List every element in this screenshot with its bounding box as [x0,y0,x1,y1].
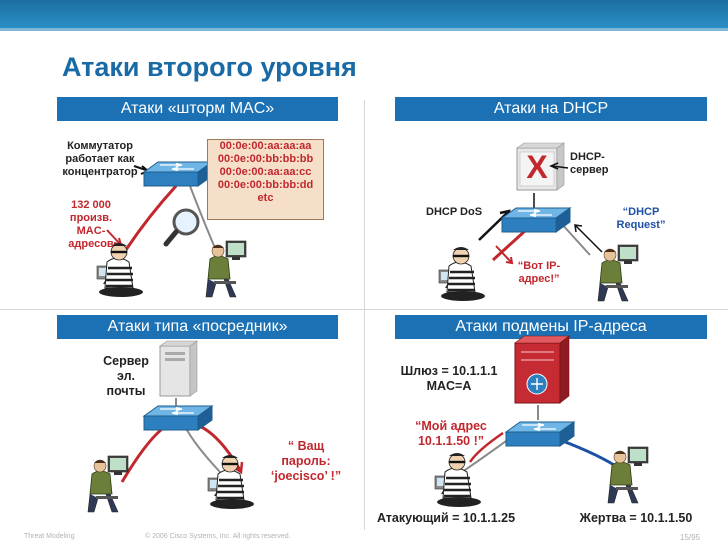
header-ip-spoof: Атаки подмены IP-адреса [395,315,707,339]
mac-count: 132 000 произв. MAC- адресов [68,199,114,250]
dhcp-dos-label: DHCP DoS [426,206,483,218]
divider-horizontal [0,309,728,310]
divider-vertical [364,100,365,530]
mail-server-label: Сервер эл. почты [103,354,149,398]
page-number: 15/95 [680,533,701,542]
slide-title: Атаки второго уровня [62,52,357,82]
top-line [0,28,728,31]
mac-table: 00:0e:00:aa:aa:aa 00:0e:00:bb:bb:bb 00:0… [207,139,324,220]
attacker-label: Атакующий = 10.1.1.25 [376,511,516,525]
my-address-quote: “Мой адрес 10.1.1.50 !” [415,419,487,448]
footer-copyright: © 2006 Cisco Systems, Inc. All rights re… [145,533,291,540]
top-bar [0,0,728,28]
victim-label: Жертва = 10.1.1.50 [579,511,693,525]
header-mac-storm: Атаки «шторм MAC» [57,97,338,121]
gateway-label: Шлюз = 10.1.1.1 MAC=A [400,364,498,393]
dhcp-server-label: DHCP- сервер [570,151,609,176]
dhcp-reply-label: “Вот IP- адрес!” [517,260,561,285]
password-quote: “ Ващ пароль: ‘joecisco’ !” [270,439,342,483]
switch-note: Коммутатор работает как концентратор [62,140,138,178]
dhcp-request-label: “DHCP Request” [616,206,666,231]
header-mitm: Атаки типа «посредник» [57,315,338,339]
header-dhcp: Атаки на DHCP [395,97,707,121]
dhcp-server-x-mark: X [526,149,548,185]
footer-left: Threat Modeling [24,533,75,540]
